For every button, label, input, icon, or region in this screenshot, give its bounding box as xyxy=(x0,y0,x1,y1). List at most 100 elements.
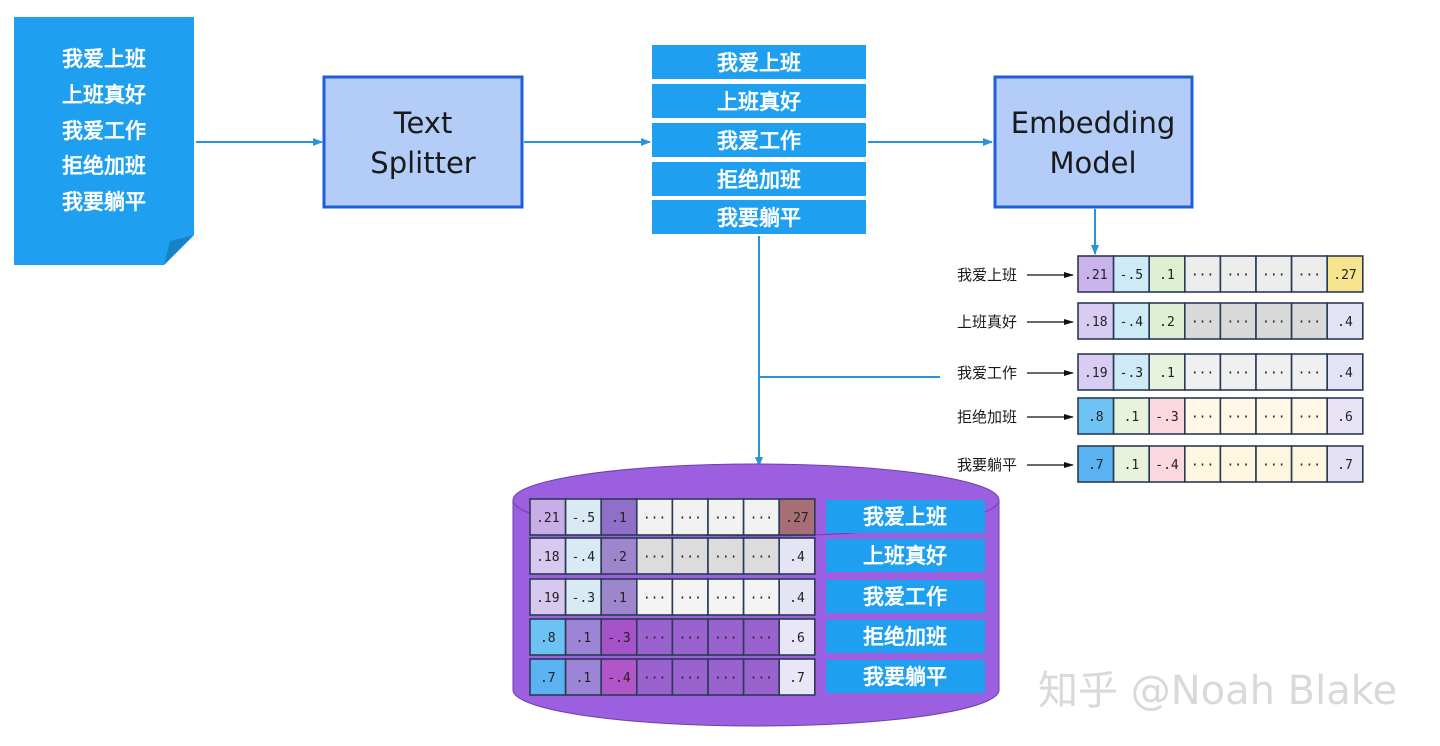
text-splitter-box: Text Splitter xyxy=(322,75,524,209)
vector-cell-value: ··· xyxy=(750,631,773,646)
document-line: 我爱工作 xyxy=(62,119,146,143)
vector-cell-value: .1 xyxy=(576,671,592,686)
vector-cell xyxy=(1077,445,1115,483)
document-line: 我爱上班 xyxy=(62,47,146,71)
vector-cell-value: ··· xyxy=(1226,315,1249,330)
vector-cell-value: ··· xyxy=(714,591,737,606)
vector-cell-value: .8 xyxy=(1088,410,1104,425)
vector-cell-value: .7 xyxy=(789,671,805,686)
vector-cell-value: ··· xyxy=(714,631,737,646)
vector-cell-value: ··· xyxy=(1191,410,1214,425)
vector-cell-value: ··· xyxy=(750,550,773,565)
vector-cell xyxy=(564,537,602,575)
vector-cell xyxy=(742,658,780,696)
watermark: 知乎 @Noah Blake xyxy=(1038,668,1397,714)
vector-cell xyxy=(742,498,780,536)
database-chunk-label xyxy=(826,660,985,693)
vector-cell-value: ··· xyxy=(1191,315,1214,330)
vector-cell-value: -.3 xyxy=(1120,366,1143,381)
vector-cell xyxy=(1255,445,1293,483)
vector-cell-value: ··· xyxy=(750,671,773,686)
model-label-line1: Embedding xyxy=(1011,106,1175,140)
vector-cell-value: .19 xyxy=(1084,366,1107,381)
vector-cell-value: -.4 xyxy=(607,671,631,686)
vector-cell xyxy=(1219,445,1257,483)
vector-cell-value: .2 xyxy=(611,550,627,565)
vector-cell xyxy=(1148,397,1186,435)
vector-cell xyxy=(1255,397,1293,435)
database-chunk-text: 我爱工作 xyxy=(863,585,947,609)
chunk-item: 我要躺平 xyxy=(717,206,801,230)
vector-cell xyxy=(778,498,816,536)
vector-cell xyxy=(529,498,567,536)
vector-cell-value: ··· xyxy=(1298,410,1321,425)
chunk-item: 我爱上班 xyxy=(717,51,801,75)
vector-cell xyxy=(564,498,602,536)
chunk-item: 拒绝加班 xyxy=(717,168,801,192)
embedding-row-label: 拒绝加班 xyxy=(957,408,1017,426)
vector-cell-value: ··· xyxy=(750,511,773,526)
vector-cell-value: ··· xyxy=(1226,410,1249,425)
vector-cell-value: .1 xyxy=(1159,366,1175,381)
vector-cell-value: .4 xyxy=(789,550,805,565)
vector-cell xyxy=(1255,255,1293,293)
vector-cell xyxy=(529,618,567,656)
vector-cell-value: -.5 xyxy=(572,511,595,526)
vector-cell xyxy=(600,578,638,616)
embedding-row-label: 我爱工作 xyxy=(957,364,1017,382)
vector-cell xyxy=(600,658,638,696)
vector-cell xyxy=(778,618,816,656)
vector-cell-value: .27 xyxy=(785,511,808,526)
database-chunk-text: 上班真好 xyxy=(863,544,947,568)
vector-cell-value: ··· xyxy=(1226,458,1249,473)
vector-cell-value: -.5 xyxy=(1120,268,1143,283)
vector-cell-value: ··· xyxy=(750,591,773,606)
vector-cell-value: .7 xyxy=(1337,458,1353,473)
vector-cell xyxy=(564,618,602,656)
database-chunk-text: 拒绝加班 xyxy=(863,625,947,649)
vector-cell xyxy=(1326,353,1364,391)
chunk-list: 我爱上班 上班真好 我爱工作 拒绝加班 我要躺平 xyxy=(652,45,866,234)
vector-cell-value: ··· xyxy=(678,671,701,686)
embedding-vectors: 我爱上班.21-.5.1············.27上班真好.18-.4.2·… xyxy=(957,255,1364,483)
vector-cell xyxy=(529,658,567,696)
database-chunk-label xyxy=(826,620,985,653)
vector-cell xyxy=(778,537,816,575)
vector-cell-value: -.4 xyxy=(1155,458,1179,473)
model-label-line2: Model xyxy=(1049,146,1136,180)
database-chunk-label xyxy=(826,500,985,533)
vector-cell xyxy=(635,658,674,696)
vector-cell-value: ··· xyxy=(643,591,666,606)
vector-cell-value: -.3 xyxy=(1155,410,1178,425)
vector-cell-value: -.3 xyxy=(572,591,595,606)
vector-cell-value: .1 xyxy=(1124,458,1140,473)
vector-cell xyxy=(1326,302,1364,340)
vector-cell-value: ··· xyxy=(643,631,666,646)
vector-cell-value: .8 xyxy=(540,631,556,646)
vector-cell-value: ··· xyxy=(714,550,737,565)
vector-cell xyxy=(1077,353,1115,391)
splitter-label-line2: Splitter xyxy=(370,146,476,180)
vector-cell xyxy=(707,498,745,536)
vector-cell-value: .4 xyxy=(1337,366,1353,381)
vector-cell xyxy=(1255,302,1293,340)
vector-cell-value: ··· xyxy=(678,511,701,526)
vector-cell xyxy=(1326,255,1364,293)
vector-cell-value: .7 xyxy=(540,671,556,686)
vector-cell xyxy=(1219,397,1257,435)
vector-cell-value: .21 xyxy=(1084,268,1107,283)
vector-cell xyxy=(1112,255,1150,293)
vector-cell-value: ··· xyxy=(643,511,666,526)
vector-cell-value: .1 xyxy=(1124,410,1140,425)
vector-cell-value: .6 xyxy=(1337,410,1353,425)
vector-cell-value: .21 xyxy=(536,511,559,526)
vector-cell-value: ··· xyxy=(1226,268,1249,283)
chunk-item: 上班真好 xyxy=(717,90,801,114)
embedding-row-label: 我要躺平 xyxy=(957,456,1017,474)
vector-cell xyxy=(1184,353,1222,391)
vector-cell xyxy=(742,537,780,575)
vector-cell-value: .1 xyxy=(576,631,592,646)
vector-cell xyxy=(1148,302,1186,340)
vector-cell-value: ··· xyxy=(714,671,737,686)
